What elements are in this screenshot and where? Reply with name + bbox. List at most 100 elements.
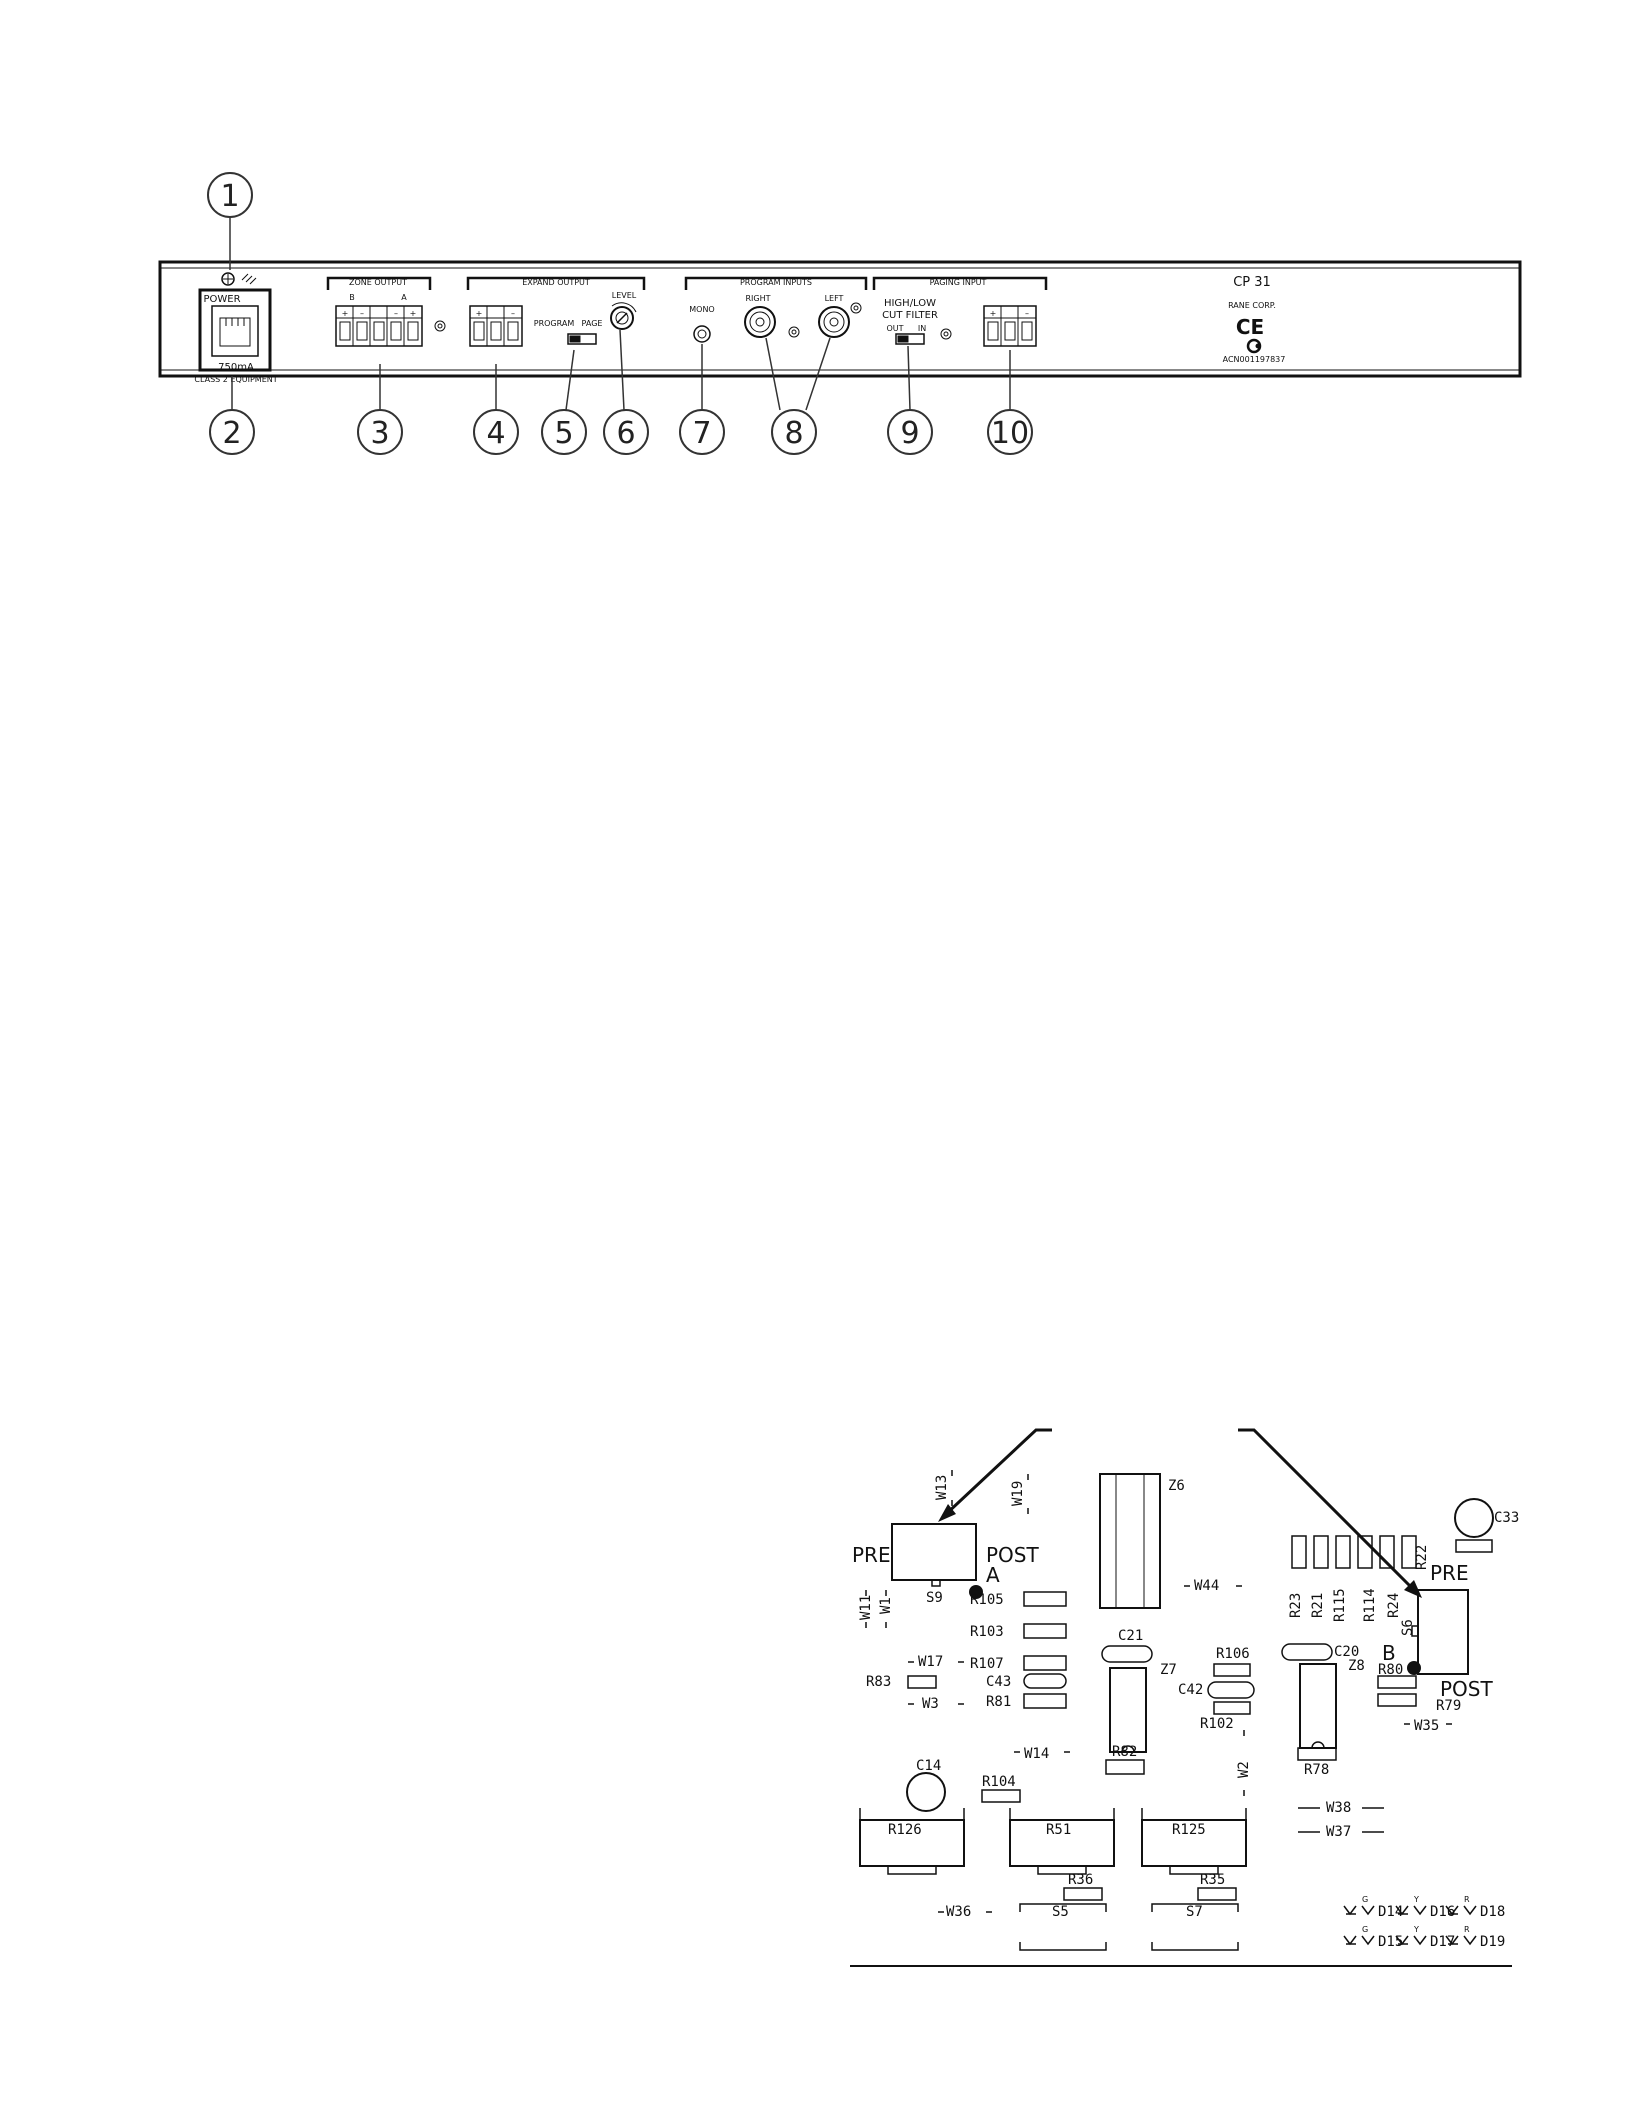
part-r107: R107 — [970, 1656, 1004, 1672]
sign-minus: – — [360, 309, 364, 318]
led-d15-icon — [1343, 1935, 1375, 1946]
part-s6: S6 — [1400, 1619, 1416, 1636]
part-w13: W13 — [934, 1475, 950, 1500]
part-w3: W3 — [922, 1696, 939, 1712]
rear-panel — [158, 260, 1522, 378]
part-r104: R104 — [982, 1774, 1016, 1790]
part-r81: R81 — [986, 1694, 1011, 1710]
part-w14: W14 — [1024, 1746, 1049, 1762]
part-s5: S5 — [1052, 1904, 1069, 1920]
part-r125: R125 — [1172, 1822, 1206, 1838]
zone-output-label: ZONE OUTPUT — [349, 278, 407, 287]
led-color-r: R — [1464, 1895, 1470, 1904]
pcb-labels: PRE POST A PRE POST B W13 W19 Z6 C33 R22… — [852, 1475, 1519, 1950]
callout-circle — [887, 409, 933, 455]
arrow-to-pre-post-a — [942, 1428, 1052, 1518]
led-d14-icon — [1343, 1905, 1375, 1916]
sign-minus: – — [511, 309, 515, 318]
sign-plus: + — [476, 309, 483, 318]
class-label: CLASS 2 EQUIPMENT — [194, 375, 277, 384]
expand-output-label: EXPAND OUTPUT — [522, 278, 590, 287]
acn-label: ACN001197837 — [1223, 355, 1286, 364]
filter-out-label: OUT — [886, 324, 903, 333]
mono-label: MONO — [689, 305, 714, 314]
part-z8: Z8 — [1348, 1658, 1365, 1674]
callout-circle — [209, 409, 255, 455]
part-r80: R80 — [1378, 1662, 1403, 1678]
callout-5: 5 — [554, 416, 573, 451]
part-r23: R23 — [1288, 1593, 1304, 1618]
switch-program-label: PROGRAM — [534, 319, 575, 328]
jumper-dot-b — [1407, 1661, 1421, 1675]
callout-circle — [207, 172, 253, 218]
part-z6: Z6 — [1168, 1478, 1185, 1494]
led-color-g: G — [1362, 1895, 1368, 1904]
part-d15: D15 — [1378, 1934, 1403, 1950]
current-label: 750mA — [218, 362, 254, 373]
callout-7: 7 — [692, 416, 711, 451]
paging-screw-icon — [940, 328, 952, 340]
led-color-y: Y — [1413, 1925, 1419, 1934]
part-r51: R51 — [1046, 1822, 1071, 1838]
callout-4: 4 — [486, 416, 505, 451]
callout-circle — [679, 409, 725, 455]
ground-screw-icon — [221, 272, 257, 286]
led-color-r: R — [1464, 1925, 1470, 1934]
sign-plus: + — [990, 309, 997, 318]
zone-screw-icon — [434, 320, 446, 332]
sign-minus: – — [1025, 309, 1029, 318]
pre-label-b: PRE — [1430, 1561, 1469, 1585]
switch-s5 — [1019, 1903, 1107, 1951]
led-group — [1343, 1905, 1477, 1946]
ce-mark: CE — [1236, 315, 1264, 339]
program-page-switch — [567, 333, 597, 345]
expand-output-terminal — [469, 305, 523, 347]
callout-circle — [771, 409, 817, 455]
program-inputs-label: PROGRAM INPUTS — [740, 278, 812, 287]
part-r22: R22 — [1414, 1545, 1430, 1570]
part-s9: S9 — [926, 1590, 943, 1606]
panel-labels: POWER 750mA CLASS 2 EQUIPMENT ZONE OUTPU… — [194, 275, 1285, 384]
callout-6: 6 — [616, 416, 635, 451]
callout-circle — [603, 409, 649, 455]
callout-circle — [541, 409, 587, 455]
part-r102: R102 — [1200, 1716, 1234, 1732]
ic-z6 — [1099, 1473, 1161, 1609]
callout-numbers: 1 2 3 4 5 6 7 8 9 10 — [220, 179, 1029, 451]
filter-label-2: CUT FILTER — [882, 310, 938, 321]
post-label-b: POST — [1440, 1677, 1493, 1701]
callout-1: 1 — [220, 179, 239, 214]
part-r36: R36 — [1068, 1872, 1093, 1888]
power-label: POWER — [203, 294, 240, 305]
part-r103: R103 — [970, 1624, 1004, 1640]
terminal-signs: + – – + + – + – — [342, 309, 1029, 318]
sign-plus: + — [410, 309, 417, 318]
part-d14: D14 — [1378, 1904, 1403, 1920]
ic-z8 — [1299, 1663, 1337, 1749]
ic-z7 — [1109, 1667, 1147, 1753]
right-label: RIGHT — [745, 294, 770, 303]
switch-s6 — [1417, 1589, 1469, 1675]
part-w19: W19 — [1010, 1481, 1026, 1506]
brand-label: RANE CORP. — [1228, 301, 1276, 310]
part-w2: W2 — [1236, 1761, 1252, 1778]
part-w17: W17 — [918, 1654, 943, 1670]
filter-switch — [895, 333, 925, 345]
capacitor-c14 — [906, 1772, 946, 1812]
capacitor-c20 — [1281, 1643, 1333, 1661]
part-w35: W35 — [1414, 1718, 1439, 1734]
filter-label-1: HIGH/LOW — [884, 298, 936, 309]
part-w11: W11 — [858, 1595, 874, 1620]
pre-label-a: PRE — [852, 1543, 891, 1567]
led-d18-icon — [1445, 1905, 1477, 1916]
left-label: LEFT — [825, 294, 844, 303]
part-r83: R83 — [866, 1674, 891, 1690]
capacitor-c21 — [1101, 1645, 1153, 1663]
callout-circles — [207, 172, 1033, 455]
callout-circle — [357, 409, 403, 455]
part-d18: D18 — [1480, 1904, 1505, 1920]
label-b: B — [1382, 1641, 1396, 1665]
sign-minus: – — [394, 309, 398, 318]
part-c43: C43 — [986, 1674, 1011, 1690]
zone-output-terminal — [335, 305, 423, 347]
